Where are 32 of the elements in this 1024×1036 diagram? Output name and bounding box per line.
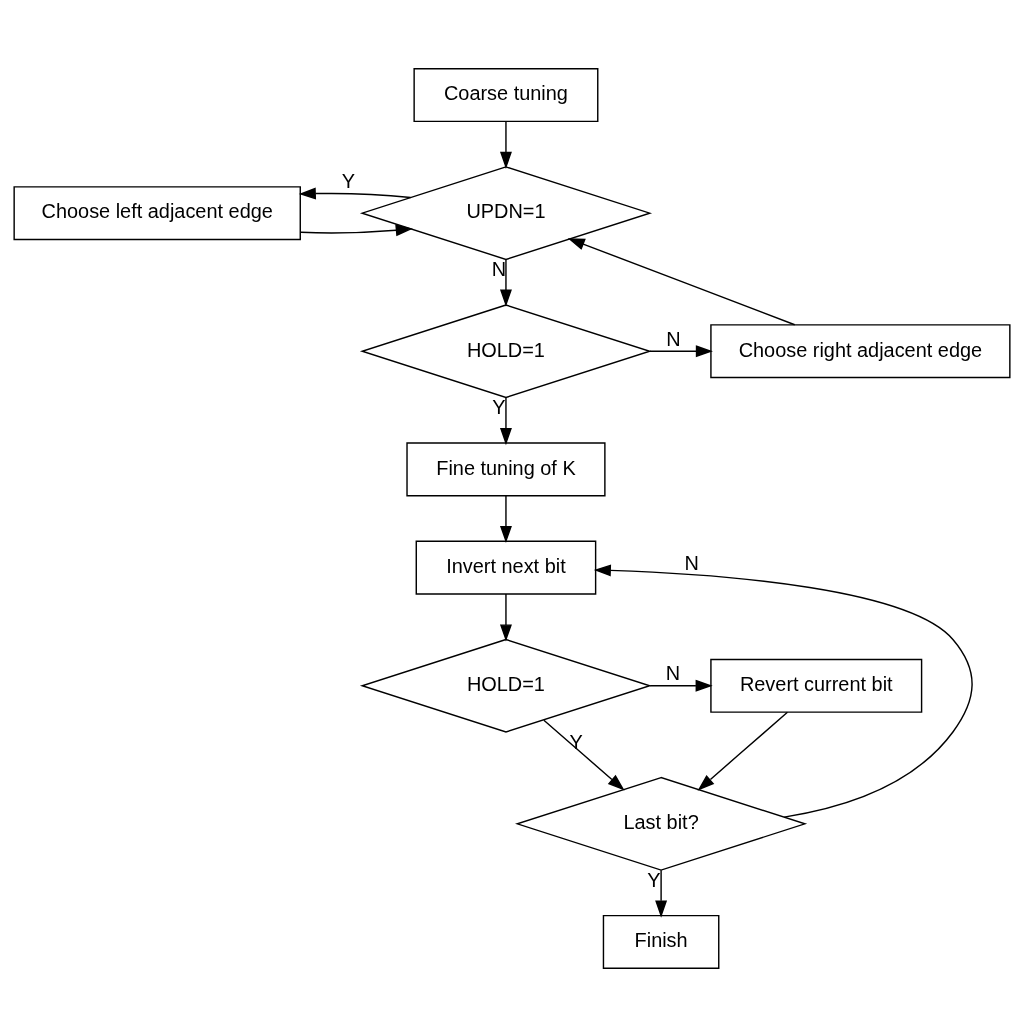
node-box: Finish xyxy=(602,914,720,969)
arrow xyxy=(543,719,625,791)
node-box: Fine tuning of K xyxy=(406,441,606,496)
arrow xyxy=(499,592,512,642)
arrow xyxy=(697,711,789,791)
arrow xyxy=(655,868,668,918)
edge-label: Y xyxy=(492,395,506,418)
edge-label: N xyxy=(491,257,507,280)
edge-label: N xyxy=(684,551,699,574)
node-box: Coarse tuning xyxy=(413,67,599,122)
edge-label: N xyxy=(666,327,681,350)
node-diamond: UPDN=1 xyxy=(359,165,653,260)
arrow xyxy=(499,396,512,445)
node-diamond: HOLD=1 xyxy=(359,303,653,398)
edge-label: Y xyxy=(647,868,661,891)
node-box: Invert next bit xyxy=(415,540,597,595)
node-box: Choose left adjacent edge xyxy=(13,185,301,240)
arrow xyxy=(649,344,713,357)
edge-label: Y xyxy=(569,730,583,753)
edge-label: Y xyxy=(341,169,356,192)
arrow xyxy=(298,187,412,200)
node-box: Choose right adjacent edge xyxy=(710,323,1011,378)
arrow xyxy=(567,237,796,325)
arrow xyxy=(499,120,512,169)
arrow xyxy=(649,679,713,692)
node-diamond: HOLD=1 xyxy=(359,638,653,733)
arrow xyxy=(300,223,413,236)
arrow xyxy=(499,494,512,543)
edge-label: N xyxy=(665,661,681,684)
arrow xyxy=(499,258,512,307)
arrow xyxy=(593,563,973,818)
node-box: Revert current bit xyxy=(710,658,923,713)
